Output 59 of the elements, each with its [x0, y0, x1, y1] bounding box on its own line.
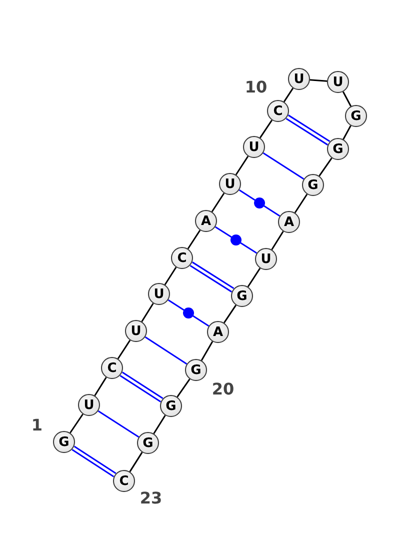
nucleotide-circle: U: [255, 248, 277, 270]
nucleotide-circle: G: [185, 359, 207, 381]
base-pair-line: [71, 446, 117, 478]
nucleotide-circle: U: [327, 71, 349, 93]
backbone-line: [117, 340, 131, 360]
nucleotide-circle: U: [288, 68, 310, 90]
backbone-line: [153, 414, 166, 434]
base-pair-line: [189, 261, 235, 293]
base-pair-line: [285, 114, 331, 146]
nucleotide-circle: A: [207, 321, 229, 343]
backbone-line: [310, 79, 328, 82]
nucleotide-circle: U: [125, 320, 147, 342]
backbone-line: [223, 304, 237, 324]
nucleotide-circle: G: [327, 138, 349, 160]
backbone-line: [271, 230, 284, 250]
position-number: 1: [31, 416, 43, 434]
nucleotide-circle: G: [137, 432, 159, 454]
nucleotide-circle: U: [219, 173, 241, 195]
position-number: 10: [244, 78, 268, 96]
nucleotide-circle: U: [243, 136, 265, 158]
backbone-line: [129, 452, 143, 472]
nucleotide-circle: C: [171, 247, 193, 269]
nucleotide-circle: G: [231, 285, 253, 307]
backbone-line: [235, 156, 249, 176]
position-number: 23: [140, 488, 162, 508]
backbone-line: [259, 120, 273, 138]
backbone-line: [283, 88, 294, 102]
backbone-line: [318, 158, 332, 176]
backbone-line: [342, 125, 352, 140]
base-pair-line: [98, 410, 140, 438]
backbone-line: [294, 194, 308, 214]
backbone-line: [247, 268, 261, 288]
nucleotide-circle: C: [101, 357, 123, 379]
base-pair-line: [262, 152, 304, 180]
nucleotide-circle: G: [53, 431, 75, 453]
backbone-line: [176, 378, 190, 398]
nucleotide-circle: A: [195, 210, 217, 232]
nucleotide-circle: A: [278, 211, 300, 233]
base-pair-line: [168, 299, 210, 327]
backbone-line: [342, 91, 352, 107]
position-number: 20: [212, 380, 234, 398]
backbone-line: [164, 266, 177, 286]
base-pair-line: [119, 372, 164, 402]
base-pair-line: [214, 226, 258, 254]
backbone-line: [70, 414, 84, 434]
backbone-line: [200, 341, 214, 361]
nucleotide-circle: G: [345, 105, 367, 127]
backbone-line: [211, 192, 225, 212]
nucleotide-circle: U: [78, 394, 100, 416]
nucleotide-circle: C: [113, 470, 135, 492]
backbone-line: [141, 302, 154, 322]
nucleotide-circle: C: [267, 100, 289, 122]
base-pair-line: [144, 336, 188, 365]
nucleotide-circle: G: [302, 174, 324, 196]
base-pair-line: [238, 189, 280, 217]
backbone-line: [187, 230, 201, 250]
nucleotide-circle: U: [148, 283, 170, 305]
backbone-line: [94, 376, 107, 396]
nucleotide-circle: G: [160, 395, 182, 417]
